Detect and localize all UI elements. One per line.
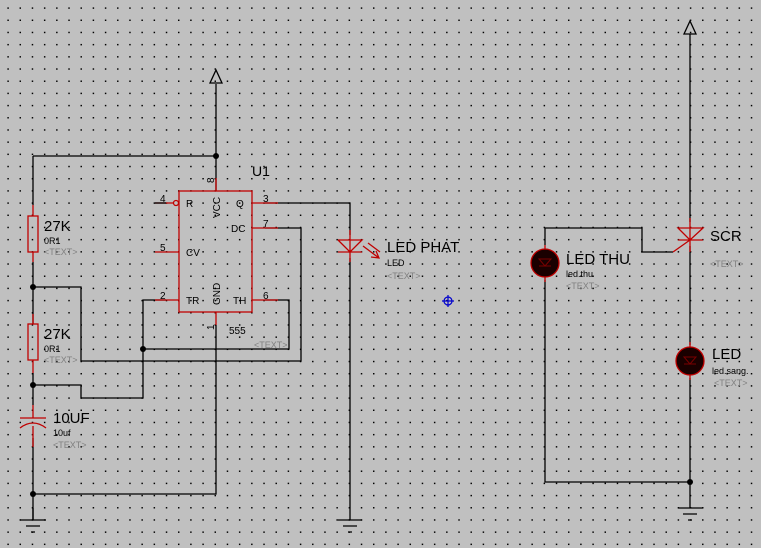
ground-icon[interactable] <box>20 508 46 533</box>
chip-ref: U1 <box>252 163 270 179</box>
junction-dot <box>30 284 36 290</box>
pin-number-2: 2 <box>160 291 166 302</box>
c1-model: 10uf <box>53 428 71 438</box>
pin-number-6: 6 <box>263 291 269 302</box>
wires <box>32 34 691 520</box>
led-thu-model: led.thu <box>566 269 593 279</box>
junction-dot <box>30 382 36 388</box>
pin-label-q: Q <box>236 199 244 210</box>
wire-bottom-right[interactable] <box>544 280 690 483</box>
pin-number-1: 1 <box>206 324 217 330</box>
wire-gate[interactable] <box>544 227 673 253</box>
junctions <box>30 153 693 497</box>
pin-number-3: 3 <box>263 194 269 205</box>
c1-value: 10UF <box>53 410 90 427</box>
resistor-r1[interactable]: 27K 0R1 <TEXT> <box>27 205 78 262</box>
led-sang[interactable]: LED led.sang. <TEXT> <box>675 342 749 388</box>
r1-value: 27K <box>44 218 71 235</box>
vcc-arrow-icon[interactable] <box>208 68 224 84</box>
r2-model: 0R1 <box>44 344 61 354</box>
scr[interactable]: SCR <TEXT> <box>672 218 744 269</box>
scr-text: <TEXT> <box>710 259 744 269</box>
pin-label-gnd: GND <box>212 283 223 305</box>
pin-number-8: 8 <box>206 177 217 183</box>
pin-label-vcc: VCC <box>212 197 223 218</box>
led-thu-name: LED THU <box>566 251 630 268</box>
resistor-r2[interactable]: 27K 0R1 <TEXT> <box>27 314 78 373</box>
reset-bubble-icon <box>172 199 180 207</box>
c1-text: <TEXT> <box>53 440 87 450</box>
wire-dc-loop[interactable] <box>33 227 302 362</box>
ic-555[interactable]: R Q DC CV TR TH VCC GND 4 5 2 3 7 6 8 1 … <box>155 163 288 350</box>
junction-dot <box>213 153 219 159</box>
wire-tr-loop[interactable] <box>33 299 166 399</box>
led-phat[interactable]: LED PHAT LED <TEXT> <box>337 230 459 281</box>
vcc-arrow-icon[interactable] <box>682 19 698 35</box>
r2-text: <TEXT> <box>44 355 78 365</box>
led-phat-name: LED PHAT <box>387 239 459 256</box>
pin-label-r: R <box>186 199 193 210</box>
led-sang-text: <TEXT> <box>714 378 748 388</box>
wire-gnd-chip[interactable] <box>33 325 217 495</box>
pin-number-4: 4 <box>160 194 166 205</box>
scr-name: SCR <box>710 228 742 245</box>
pin-number-7: 7 <box>263 219 269 230</box>
pin-label-dc: DC <box>231 224 245 235</box>
ground-icon[interactable] <box>678 507 703 521</box>
r1-model: 0R1 <box>44 236 61 246</box>
r2-value: 27K <box>44 326 71 343</box>
r1-text: <TEXT> <box>44 247 78 257</box>
wire-q-out[interactable] <box>265 202 351 235</box>
junction-dot <box>687 479 693 485</box>
junction-dot <box>140 346 146 352</box>
led-thu[interactable]: LED THU led.thu <TEXT> <box>530 245 630 291</box>
crosshair-cursor-icon <box>442 295 454 307</box>
pin-label-th: TH <box>233 296 246 307</box>
led-sang-name: LED <box>712 346 741 363</box>
pin-label-tr: TR <box>186 296 199 307</box>
led-phat-model: LED <box>387 258 405 268</box>
ground-icon[interactable] <box>338 519 362 533</box>
led-phat-text: <TEXT> <box>387 271 421 281</box>
chip-value: 555 <box>229 326 246 337</box>
pin-label-cv: CV <box>186 248 200 259</box>
pin-number-5: 5 <box>160 243 166 254</box>
capacitor-c1[interactable]: 10UF 10uf <TEXT> <box>19 405 90 450</box>
chip-text: <TEXT> <box>254 340 288 350</box>
led-thu-text: <TEXT> <box>566 281 600 291</box>
junction-dot <box>30 491 36 497</box>
led-sang-model: led.sang. <box>712 366 749 376</box>
